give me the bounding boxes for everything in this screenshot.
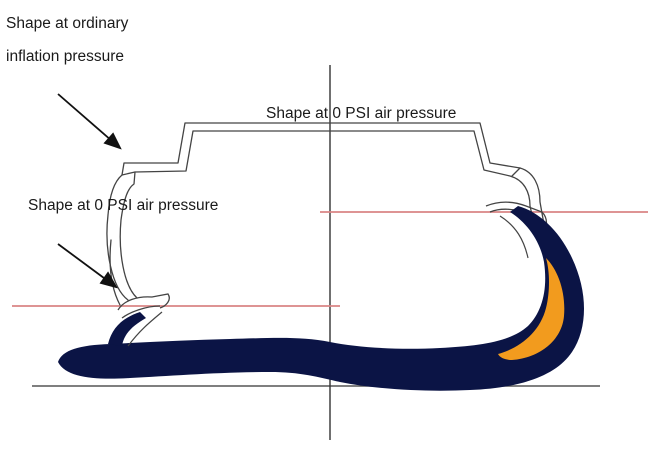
label-zero-psi-top: Shape at 0 PSI air pressure [266,105,456,122]
arrow-zero-psi [57,243,109,282]
rim-flanges [117,201,548,319]
label-ordinary-line1: Shape at ordinary [6,15,129,32]
arrow-ordinary-head [103,132,122,150]
label-zero-psi-left: Shape at 0 PSI air pressure [28,197,218,214]
arrow-zero-psi-head [99,271,118,289]
orange-insert [498,258,565,360]
arrows [57,93,122,289]
inflated-tire-outline [106,122,557,306]
arrow-ordinary [57,93,113,142]
label-ordinary-line2: inflation pressure [6,48,124,65]
deflated-tire-outline [127,215,529,347]
flat-tire-tread [58,206,584,391]
